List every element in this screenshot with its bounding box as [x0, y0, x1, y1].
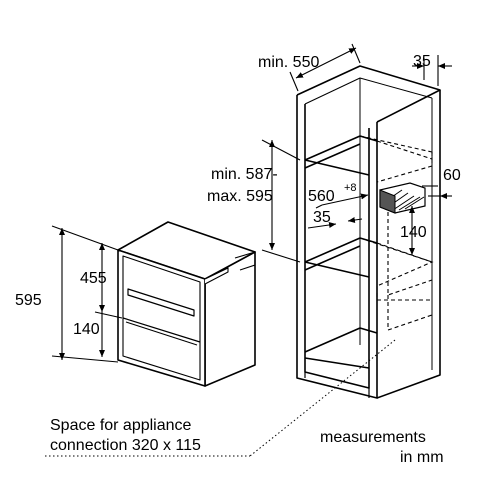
vent-opening — [379, 182, 426, 214]
control-panel-edge — [204, 267, 229, 285]
label-niche-width-tolerance: +8 — [344, 182, 357, 194]
dim-offset-35 — [307, 217, 363, 229]
cabinet-top — [296, 65, 441, 123]
drawer-inner — [125, 321, 198, 346]
shelf-upper — [304, 135, 378, 176]
niche-dashed-outline — [359, 135, 434, 331]
label-vent-depth: 60 — [443, 167, 461, 184]
label-vent-height: 140 — [400, 224, 427, 241]
label-inner-offset: 35 — [313, 209, 331, 226]
dim-depth-550 — [289, 43, 361, 92]
shelf-middle — [304, 237, 378, 278]
connection-note-line1: Space for appliance — [50, 417, 192, 434]
cabinet-side — [376, 90, 441, 399]
shelf-lower — [304, 327, 378, 369]
label-appliance-height: 595 — [15, 292, 42, 309]
dim-appliance-595 — [51, 225, 119, 363]
units-note-line1: measurements — [320, 429, 426, 446]
appliance-bezel — [122, 255, 201, 381]
appliance-handle — [127, 288, 195, 317]
label-niche-depth: min. 550 — [258, 54, 319, 71]
dim-vent-60 — [422, 185, 452, 199]
cabinet-plinth — [304, 372, 370, 398]
label-drawer-height: 140 — [73, 321, 100, 338]
label-upper-height: 455 — [80, 270, 107, 287]
tall-cabinet — [296, 65, 441, 399]
label-top-gap: 35 — [413, 53, 431, 70]
appliance-front — [117, 249, 206, 387]
appliance — [117, 221, 256, 387]
dim-niche-height — [261, 139, 301, 263]
label-niche-width: 560 — [308, 188, 335, 205]
dim-niche-width-560 — [315, 193, 369, 209]
dim-appliance-455 — [94, 243, 123, 319]
drawer-top-edge — [122, 317, 201, 343]
connection-leader — [45, 339, 396, 457]
dim-top-gap-35 — [412, 55, 452, 86]
back-flange — [234, 251, 256, 271]
label-niche-height-min: min. 587- — [211, 166, 278, 183]
connection-note-line2: connection 320 x 115 — [50, 437, 201, 454]
label-niche-height-max: max. 595 — [207, 188, 273, 205]
cabinet-front-outer — [296, 95, 378, 399]
cabinet-front-inner — [304, 104, 370, 389]
units-note-line2: in mm — [400, 449, 444, 466]
